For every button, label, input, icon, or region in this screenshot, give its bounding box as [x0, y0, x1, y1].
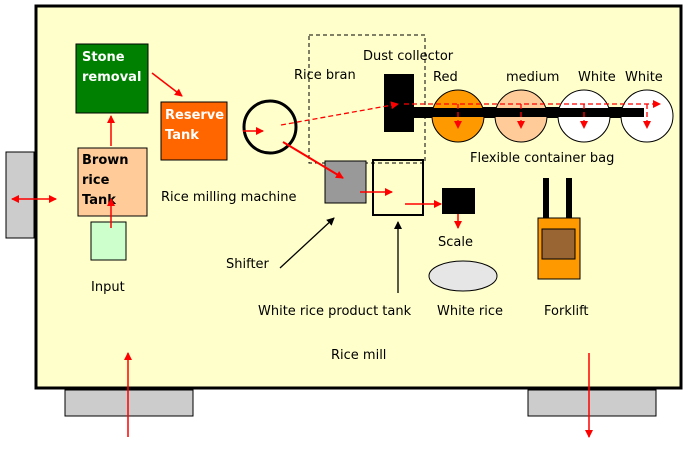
input-label: Input — [91, 280, 125, 295]
shifter-label: Shifter — [226, 257, 270, 272]
conveyor-bar-front — [404, 108, 644, 117]
forklift-fork-left — [543, 178, 549, 220]
shifter-box — [324, 160, 367, 204]
brown-rice-tank-label-2: rice — [82, 173, 110, 188]
white-rice-product-tank-label: White rice product tank — [258, 304, 412, 319]
dust-collector-unit — [384, 74, 414, 132]
container-red-label: Red — [433, 70, 458, 85]
flow-arrows — [11, 72, 593, 438]
rice-milling-machine-label: Rice milling machine — [161, 190, 297, 205]
dust-collector-area — [308, 34, 426, 164]
reserve-tank-box — [160, 101, 228, 161]
rice-bran-label: Rice bran — [294, 68, 356, 83]
forklift-fork-right — [566, 178, 572, 220]
white-rice-product-tank-box — [372, 159, 424, 216]
rice-mill-label: Rice mill — [331, 348, 386, 363]
stone-removal-box — [75, 43, 149, 114]
arrow-stone-to-reserve — [151, 72, 183, 97]
arrow-bran-to-collector — [280, 101, 399, 126]
bottom-left-door — [64, 389, 194, 417]
input-box — [90, 221, 127, 261]
forklift-panel — [541, 228, 576, 260]
reserve-tank-label-1: Reserve — [165, 108, 224, 123]
stone-removal-label-2: removal — [82, 70, 141, 85]
stone-removal-label-1: Stone — [82, 50, 125, 65]
dust-collector-label: Dust collector — [363, 49, 454, 64]
shifter-pointer — [279, 217, 335, 269]
white-rice-label: White rice — [437, 304, 503, 319]
brown-rice-tank-label-1: Brown — [82, 153, 129, 168]
bran-flow-arrows — [280, 100, 661, 129]
left-door — [5, 151, 35, 239]
white-rice-pile — [428, 260, 498, 292]
reserve-tank-label-2: Tank — [165, 128, 199, 143]
scale-box — [442, 188, 475, 214]
scale-label: Scale — [438, 235, 473, 250]
flexible-container-bag-label: Flexible container bag — [470, 151, 614, 166]
container-white-1-label: White — [578, 70, 616, 85]
bottom-right-door — [527, 389, 657, 417]
container-white-2-label: White — [625, 70, 663, 85]
rice-milling-machine — [242, 99, 298, 155]
forklift-label: Forklift — [544, 304, 589, 319]
container-medium-label: medium — [506, 70, 559, 85]
arrow-mill-to-shifter — [282, 141, 344, 179]
